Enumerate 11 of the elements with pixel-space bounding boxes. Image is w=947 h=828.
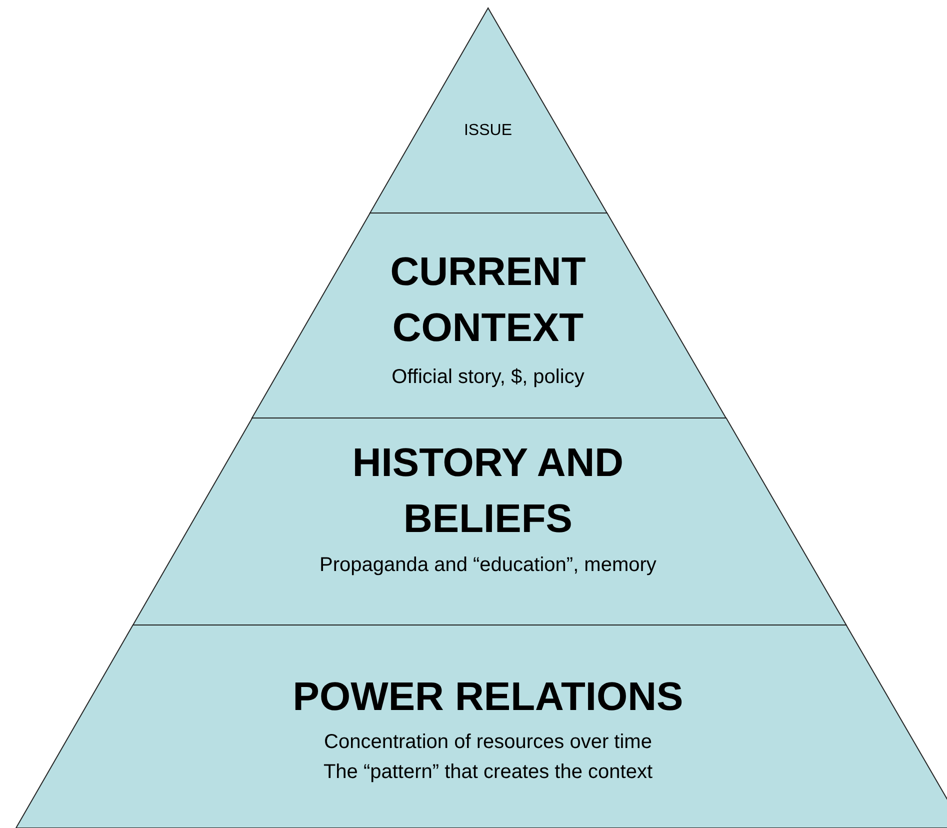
pyramid-tier	[132, 418, 846, 625]
tier-heading: POWER RELATIONS	[292, 674, 684, 721]
tier-description: Propaganda and “education”, memory	[318, 553, 658, 578]
tier-heading: CURRENT CONTEXT	[389, 249, 587, 352]
pyramid-tier	[252, 213, 726, 418]
tier-description: The “pattern” that creates the context	[322, 760, 654, 785]
tier-description: Concentration of resources over time	[323, 730, 653, 755]
tier-heading: HISTORY AND BELIEFS	[351, 440, 625, 543]
tier-description: Official story, $, policy	[390, 365, 586, 390]
tier-description: ISSUE	[462, 121, 513, 141]
pyramid-tier	[16, 625, 947, 828]
